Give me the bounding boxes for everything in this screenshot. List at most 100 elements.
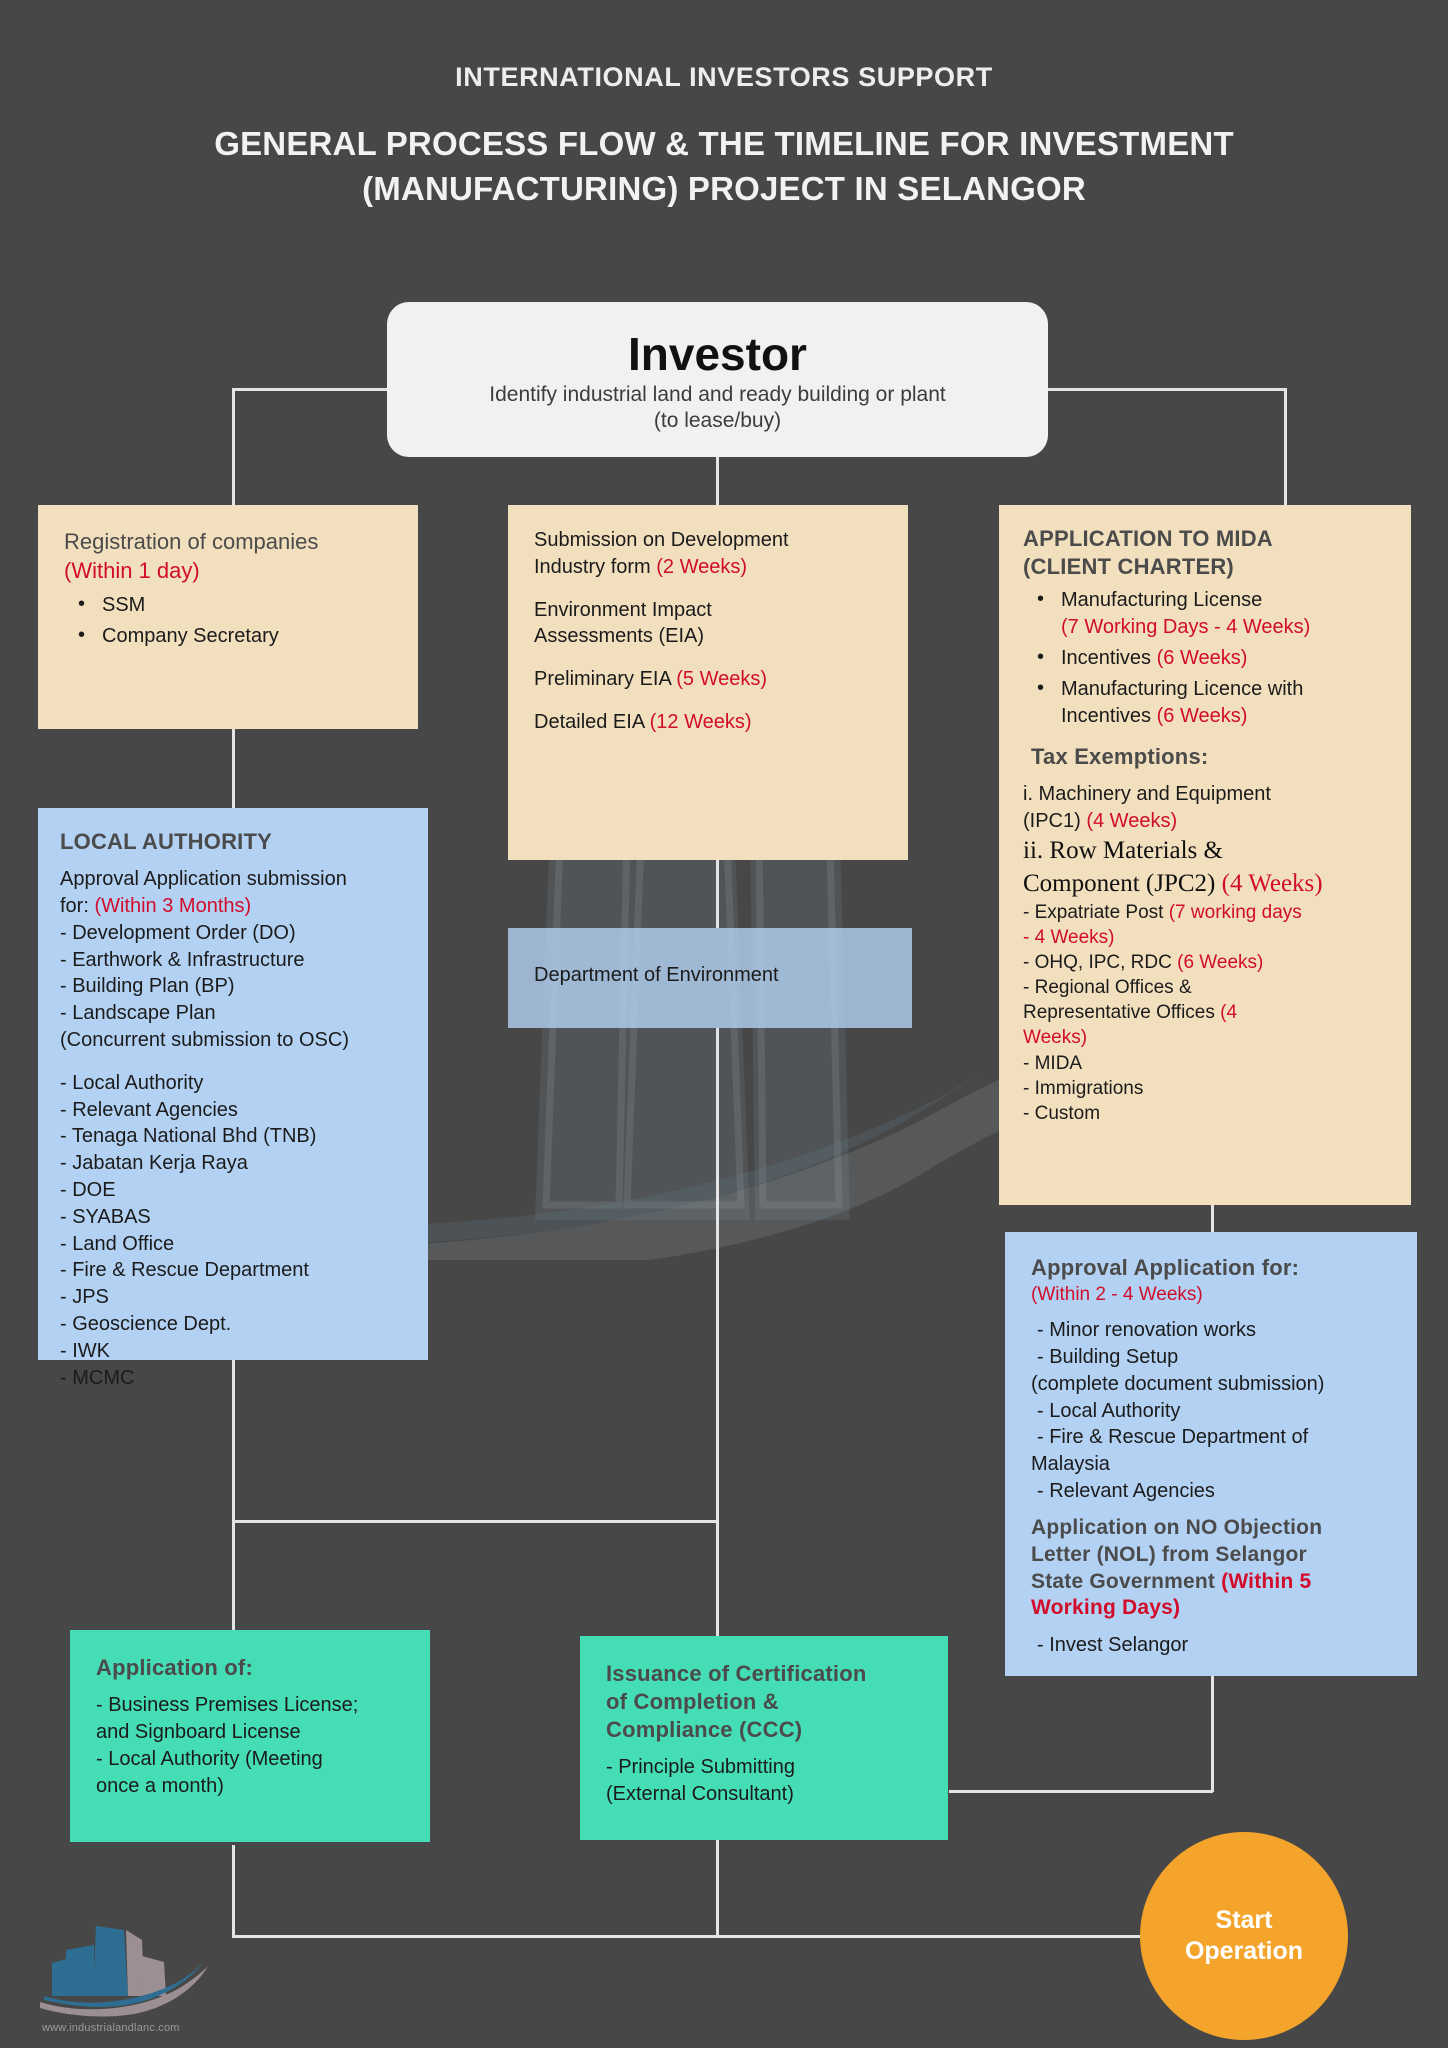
submission-line2: Environment Impact Assessments (EIA) [534, 597, 882, 651]
nol-line3-a: State Government [1031, 1569, 1222, 1593]
local-authority-box[interactable]: LOCAL AUTHORITY Approval Application sub… [38, 808, 428, 1389]
nol-item: - Invest Selangor [1037, 1634, 1189, 1657]
application-of-box[interactable]: Application of: - Business Premises Lice… [70, 1630, 430, 1842]
submission-line1-a: Submission on Development [534, 529, 789, 551]
nol-line1: Application on NO Objection [1031, 1515, 1323, 1539]
la-intro-a: Approval Application submission [60, 868, 347, 891]
local-authority-intro: Approval Application submission for: (Wi… [60, 866, 406, 920]
list-item: - Fire & Rescue Department of [1037, 1426, 1309, 1449]
mida-title-line2: (CLIENT CHARTER) [1023, 554, 1234, 580]
submission-line3-duration: (5 Weeks) [676, 668, 768, 691]
mida-title-line1: APPLICATION TO MIDA [1023, 526, 1273, 551]
department-of-environment-box[interactable]: Department of Environment [508, 928, 912, 1028]
connector-investor-left [232, 388, 390, 391]
mida-bullets: Manufacturing License (7 Working Days - … [1031, 586, 1387, 729]
nol-line2: Letter (NOL) from Selangor [1031, 1542, 1307, 1566]
approval-application-box[interactable]: Approval Application for: (Within 2 - 4 … [1005, 1232, 1417, 1676]
investor-node[interactable]: Investor Identify industrial land and re… [387, 302, 1048, 457]
page-title: GENERAL PROCESS FLOW & THE TIMELINE FOR … [110, 122, 1338, 212]
mida-tax-i-a: i. Machinery and Equipment [1023, 783, 1271, 806]
list-item: Representative Offices (4 [1023, 1000, 1387, 1025]
mida-sub-items: - Expatriate Post (7 working days - 4 We… [1023, 900, 1387, 1126]
submission-line3-a: Preliminary EIA [534, 668, 677, 691]
application-to-mida-box[interactable]: APPLICATION TO MIDA (CLIENT CHARTER) Man… [999, 505, 1411, 1205]
list-item: - Development Order (DO) [60, 921, 296, 944]
page-title-line2: (MANUFACTURING) PROJECT IN SELANGOR [362, 169, 1086, 207]
mida-sub0-duration: (7 working days [1168, 902, 1302, 924]
list-item: Incentives (6 Weeks) [1031, 644, 1387, 672]
list-item: - Regional Offices & [1023, 977, 1192, 999]
nol-line4: Working Days) [1031, 1596, 1181, 1620]
logo-url: www.industrialandlanc.com [42, 2022, 180, 2034]
investor-subtitle: Identify industrial land and ready build… [489, 382, 945, 433]
submission-line4-a: Detailed EIA [534, 710, 650, 733]
connector-application-down [232, 1845, 235, 1937]
submission-line2-b: Assessments (EIA) [534, 625, 705, 648]
list-item: - Earthwork & Infrastructure [60, 948, 305, 971]
local-authority-plans: - Development Order (DO) - Earthwork & I… [60, 920, 406, 1054]
list-item: (complete document submission) [1031, 1372, 1325, 1395]
list-item: - Custom [1023, 1102, 1101, 1124]
list-item: - DOE [60, 1178, 116, 1201]
connector-approval-to-ccc [949, 1790, 1213, 1793]
start-operation-node[interactable]: Start Operation [1140, 1832, 1348, 2040]
start-operation-line2: Operation [1184, 1937, 1304, 1965]
investor-subtitle-line1: Identify industrial land and ready build… [489, 383, 946, 407]
mida-sub2-duration: (6 Weeks) [1177, 952, 1264, 974]
page-eyebrow: INTERNATIONAL INVESTORS SUPPORT [455, 62, 993, 92]
list-item: - MCMC [60, 1366, 135, 1389]
list-item: once a month) [96, 1774, 224, 1797]
approval-nol-title: Application on NO Objection Letter (NOL)… [1031, 1515, 1391, 1623]
list-item: - Jabatan Kerja Raya [60, 1152, 248, 1175]
list-item: - Land Office [60, 1232, 175, 1255]
list-item: - IWK [60, 1339, 110, 1362]
submission-line2-a: Environment Impact [534, 598, 712, 621]
connector-registration-to-la [232, 728, 235, 808]
local-authority-agencies: - Local Authority - Relevant Agencies - … [60, 1070, 406, 1392]
ccc-title: Issuance of Certification of Completion … [606, 1660, 922, 1744]
submission-line1-b: Industry form [534, 555, 657, 578]
mida-bullet1-duration: (6 Weeks) [1156, 646, 1248, 669]
connector-investor-down [716, 457, 719, 505]
submission-line3: Preliminary EIA (5 Weeks) [534, 666, 882, 693]
mida-tax-ii-b: Component (JPC2) [1023, 869, 1222, 897]
la-intro-duration: (Within 3 Months) [94, 894, 252, 917]
la-intro-b: for: [60, 894, 95, 917]
registration-of-companies-box[interactable]: Registration of companies (Within 1 day)… [38, 505, 418, 729]
doe-label: Department of Environment [534, 964, 779, 986]
ccc-box[interactable]: Issuance of Certification of Completion … [580, 1636, 948, 1840]
application-of-title: Application of: [96, 1655, 253, 1680]
registration-list: SSM Company Secretary [72, 591, 392, 650]
connector-investor-right [1045, 388, 1286, 391]
submission-development-box[interactable]: Submission on Development Industry form … [508, 505, 908, 860]
connector-bottom-bus [232, 1935, 1147, 1938]
mida-tax-ii-a: ii. Row Materials & [1023, 837, 1223, 865]
connector-approval-down [1211, 1676, 1214, 1792]
submission-line1: Submission on Development Industry form … [534, 527, 882, 581]
nol-line3: State Government (Within 5 [1031, 1569, 1391, 1596]
list-item: Manufacturing License (7 Working Days - … [1031, 586, 1387, 641]
connector-la-to-center [232, 1520, 717, 1523]
mida-tax-i-b: (IPC1) [1023, 810, 1087, 833]
building-logo-icon [40, 1926, 208, 2017]
list-item: - Geoscience Dept. [60, 1312, 232, 1335]
submission-line1-duration: (2 Weeks) [656, 555, 748, 578]
mida-sub0-label: - Expatriate Post [1023, 902, 1169, 924]
submission-line4-duration: (12 Weeks) [649, 710, 752, 733]
connector-mida-to-approval [1211, 1205, 1214, 1235]
site-logo: www.industrialandlanc.com [38, 1918, 228, 2040]
mida-title: APPLICATION TO MIDA (CLIENT CHARTER) [1023, 525, 1387, 581]
list-item: - Local Authority [60, 1071, 204, 1094]
connector-doe-down [716, 1028, 719, 1642]
mida-tax-ii: ii. Row Materials & Component (JPC2) (4 … [1023, 835, 1387, 900]
submission-line4: Detailed EIA (12 Weeks) [534, 709, 882, 736]
connector-ccc-down [716, 1840, 719, 1937]
list-item: - Building Plan (BP) [60, 975, 235, 998]
list-item: (External Consultant) [606, 1783, 794, 1806]
nol-line3-b: (Within 5 [1221, 1569, 1312, 1593]
registration-title: Registration of companies [64, 529, 319, 554]
local-authority-title: LOCAL AUTHORITY [60, 829, 272, 854]
investor-subtitle-line2: (to lease/buy) [653, 408, 782, 432]
approval-title: Approval Application for: [1031, 1255, 1300, 1280]
list-item: SSM [72, 591, 392, 619]
